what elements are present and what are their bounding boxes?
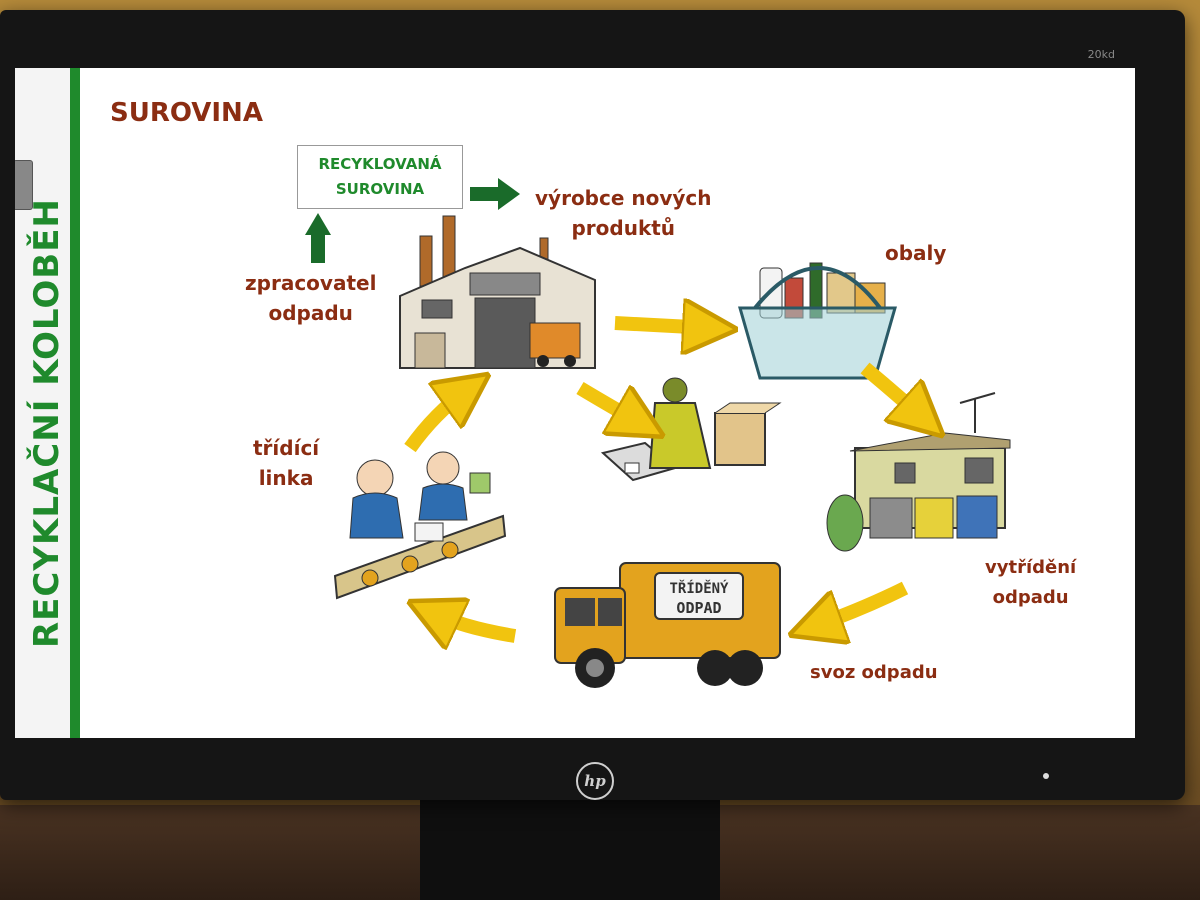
side-panel-handle[interactable] — [15, 160, 33, 210]
recycled-box-line2: SUROVINA — [335, 180, 425, 198]
arrow-factory-to-products-icon — [576, 381, 640, 423]
hp-logo: hp — [576, 762, 614, 800]
label-processor: zpracovatel odpadu — [245, 268, 376, 328]
section-title: SUROVINA — [110, 98, 263, 128]
recycled-box-line1: RECYKLOVANÁ — [318, 155, 442, 173]
green-arrow-up-icon — [305, 213, 331, 263]
label-sorting-line1: vytřídění — [985, 557, 1077, 578]
label-collection: svoz odpadu — [810, 662, 938, 683]
monitor-stand — [420, 795, 720, 900]
arrow-sorting-to-factory-icon — [404, 390, 467, 453]
truck-sign-line1: TŘÍDĚNÝ — [669, 579, 729, 597]
recycled-products-icon — [600, 377, 782, 482]
green-divider — [70, 68, 80, 738]
label-manufacturer-line1: výrobce nových — [535, 186, 712, 210]
truck-sign-line2: ODPAD — [676, 599, 721, 617]
monitor-model-label: 20kd — [1087, 48, 1115, 61]
label-sorting-line-line2: linka — [258, 466, 314, 490]
slide-screen: RECYKLAČNÍ KOLOBĚH SUROVINA RECYKLOVANÁ … — [15, 68, 1135, 738]
house-with-bins-icon — [826, 392, 1011, 552]
shopping-basket-icon — [738, 262, 897, 380]
label-sorting: vytřídění odpadu — [985, 553, 1076, 613]
green-arrow-right-icon — [470, 178, 520, 210]
label-manufacturer: výrobce nových produktů — [535, 183, 712, 243]
label-packaging: obaly — [885, 241, 947, 265]
cycle-diagram: TŘÍDĚNÝ ODPAD — [305, 178, 1011, 688]
recycled-material-box: RECYKLOVANÁ SUROVINA — [297, 145, 463, 209]
arrow-basket-to-house-icon — [860, 362, 923, 418]
label-processor-line1: zpracovatel — [245, 271, 377, 295]
label-sorting-line: třídící linka — [253, 433, 319, 493]
garbage-truck-icon: TŘÍDĚNÝ ODPAD — [554, 562, 781, 688]
arrow-truck-to-sorting-icon — [433, 613, 517, 636]
factory-icon — [399, 215, 596, 369]
arrow-house-to-truck-icon — [815, 581, 909, 626]
label-manufacturer-line2: produktů — [571, 216, 676, 240]
arrow-factory-to-basket-icon — [614, 323, 710, 328]
label-processor-line2: odpadu — [268, 301, 353, 325]
label-sorting-line-line1: třídící — [253, 436, 320, 460]
label-sorting-line2: odpadu — [992, 587, 1069, 608]
monitor-bezel: 20kd hp RECYKLAČNÍ KOLOBĚH SUROVINA RECY… — [0, 10, 1185, 800]
sorting-line-workers-icon — [333, 451, 507, 600]
power-led — [1043, 773, 1049, 779]
